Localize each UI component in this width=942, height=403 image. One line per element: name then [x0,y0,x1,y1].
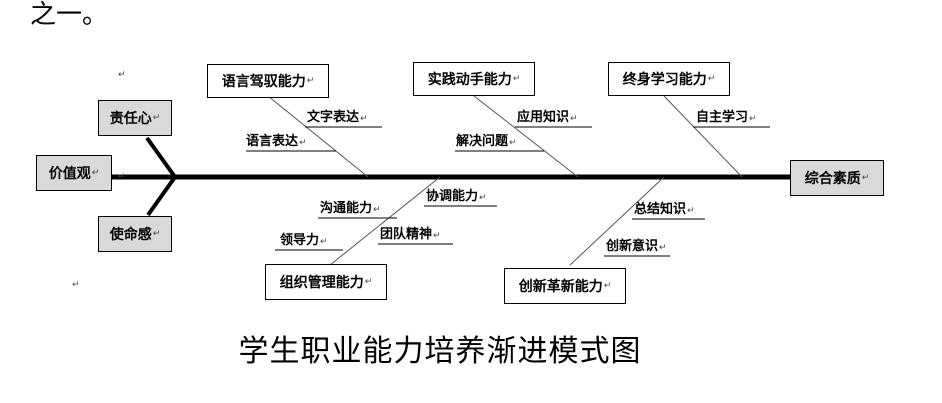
bone-line [329,176,441,266]
bone-line [663,95,743,178]
preceding-text-fragment: 之一。 [30,0,109,30]
paragraph-mark: ↵ [72,280,80,290]
sub-label-innovation-awareness: 创新意识↵ [606,239,667,254]
bone-line [473,95,579,178]
innovation-ability-box: 创新革新能力↵ [504,268,626,304]
organization-ability-box: 组织管理能力↵ [265,264,387,300]
sub-label-communication: 沟通能力↵ [320,201,381,216]
sub-label-self-learning: 自主学习↵ [696,110,757,125]
comprehensive-quality-box: 综合素质↵ [790,160,884,196]
bone-line [267,95,369,178]
sub-label-leadership: 领导力↵ [280,233,328,248]
sub-label-summarize-knowledge: 总结知识↵ [634,202,695,217]
sub-label-verbal-expression: 语言表达↵ [246,134,307,149]
values-box: 价值观↵ [36,155,112,191]
paragraph-mark: ↵ [118,70,126,80]
mission-box: 使命感↵ [98,216,172,252]
tail-upper-line [145,136,177,179]
language-ability-box: 语言驾驭能力↵ [207,64,329,98]
sub-label-solve-problems: 解决问题↵ [456,134,517,149]
tail-lower-line [146,175,177,217]
sub-label-written-expression: 文字表达↵ [307,110,368,125]
lifelong-learning-box: 终身学习能力↵ [608,62,730,96]
joint-label-coordination: 协调能力↵ [426,189,487,204]
joint-label-teamwork: 团队精神↵ [380,227,441,242]
bone-line [569,176,665,266]
responsibility-box: 责任心↵ [98,100,172,136]
practice-ability-box: 实践动手能力↵ [413,62,535,96]
figure-caption: 学生职业能力培养渐进模式图 [238,334,642,369]
paragraph-mark: ↵ [118,172,126,182]
sub-label-apply-knowledge: 应用知识↵ [517,110,578,125]
